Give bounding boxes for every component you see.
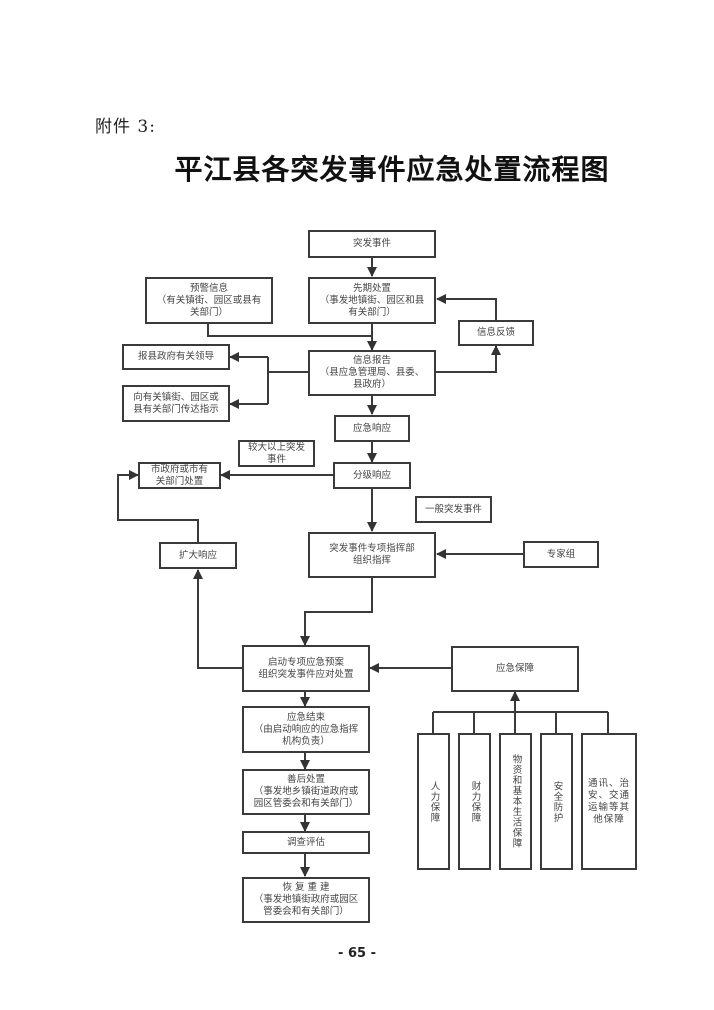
node-info-report: 信息报告 （县应急管理局、县委、 县政府） [308,350,436,396]
node-convey-instructions: 向有关镇街、园区或 县有关部门传达指示 [122,385,230,422]
node-info-feedback: 信息反馈 [458,320,534,346]
arrow-command-to-plan [300,577,373,646]
node-city-handling: 市政府或市有 关部门处置 [138,462,221,489]
node-graded-response: 分级响应 [333,462,411,489]
node-investigation: 调查评估 [242,831,370,854]
support-item-manpower: 人力保障 [417,733,450,870]
node-activate-plan: 启动专项应急预案 组织突发事件应对处置 [242,645,370,692]
node-command-hq: 突发事件专项指挥部 组织指挥 [308,532,436,578]
node-response-end: 应急结束 （由启动响应的应急指挥 机构负责） [242,706,370,753]
page-number: - 65 - [338,946,376,961]
node-initial-response: 先期处置 （事发地镇街、园区和县 有关部门） [308,277,436,324]
node-reconstruction: 恢 复 重 建 （事发地镇街政府或园区 管委会和有关部门） [242,877,370,923]
support-item-materials: 物资和基本生活保障 [499,733,532,870]
support-item-safety: 安全防护 [540,733,573,870]
node-emergency-support: 应急保障 [451,646,579,692]
node-general-events: 一般突发事件 [415,496,492,523]
node-warning-info: 预警信息 （有关镇街、园区或县有 关部门） [145,277,273,324]
node-aftermath: 善后处置 （事发地乡镇街道政府或 园区管委会和有关部门） [242,769,370,815]
line-warning-to-report [207,323,372,337]
arrow-feedback-to-initial [436,294,497,320]
node-emergency-response: 应急响应 [334,415,410,442]
arrow-expand-to-city [117,470,199,542]
arrow-report-to-feedback [435,345,501,373]
node-incident: 突发事件 [308,230,436,258]
node-major-events: 较大以上突发 事件 [238,440,315,467]
arrow-plan-to-expand [193,569,243,669]
node-report-leaders: 报县政府有关领导 [122,344,230,370]
support-item-other: 通讯、治 安、交通 运输等其 他保障 [581,733,637,870]
support-item-finance: 财力保障 [458,733,491,870]
node-expand-response: 扩大响应 [159,542,237,569]
page-title: 平江县各突发事件应急处置流程图 [174,153,610,186]
node-expert-group: 专家组 [523,541,599,568]
attachment-label: 附件 3: [95,117,156,137]
